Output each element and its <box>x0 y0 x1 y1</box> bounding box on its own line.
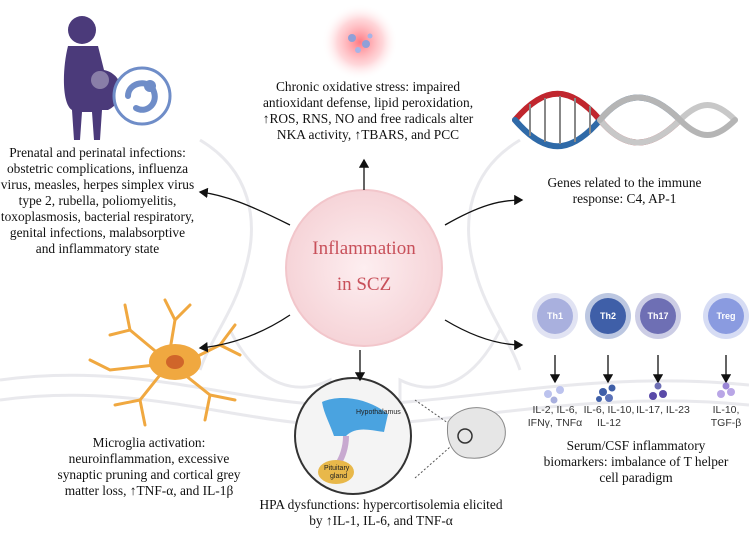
center-label-line1: Inflammation <box>312 238 416 259</box>
hpa-illustration: Hypothalamus Pituitary gland <box>294 377 506 495</box>
tcell-label: Th17 <box>647 311 668 321</box>
cytokine-label-th17: IL-17, IL-23 <box>636 404 690 416</box>
cytokine-label-treg: IL-10, TGF-β <box>710 404 742 429</box>
pituitary-label-1: Pituitary <box>324 465 350 472</box>
prenatal-infections-text: Prenatal and perinatal infections: obste… <box>0 145 195 256</box>
cytokine-label-th2: IL-6, IL-10, IL-12 <box>583 404 635 429</box>
tcell-th17: Th17 <box>635 293 681 339</box>
genes-text: Genes related to the immune response: C4… <box>547 175 702 206</box>
microglia-icon <box>88 298 242 427</box>
pregnant-woman-icon <box>63 16 122 140</box>
tcell-th1: Th1 <box>532 293 578 339</box>
hypothalamus-label: Hypothalamus <box>356 409 401 416</box>
microglia-text: Microglia activation: neuroinflammation,… <box>57 435 241 498</box>
serum-csf-text: Serum/CSF inflammatory biomarkers: imbal… <box>543 438 729 485</box>
dna-icon <box>512 90 738 150</box>
tcell-treg: Treg <box>703 293 749 339</box>
tcell-label: Th2 <box>600 311 616 321</box>
center-circle <box>285 189 443 347</box>
fetus-icon <box>112 66 172 126</box>
cytokine-label-th1: IL-2, IL-6, IFNγ, TNFα <box>527 404 583 429</box>
dna-rungs <box>529 96 591 144</box>
t-cells: Th1 Th2 Th17 Treg <box>532 293 749 339</box>
hpa-text: HPA dysfunctions: hypercortisolemia elic… <box>259 497 503 528</box>
center-label-line2: in SCZ <box>336 274 392 295</box>
tcell-th2: Th2 <box>585 293 631 339</box>
tcell-label: Th1 <box>547 311 563 321</box>
arrows <box>198 158 732 384</box>
cytokine-dots <box>544 382 735 404</box>
pituitary-label-2: gland <box>330 473 347 480</box>
tcell-label: Treg <box>716 311 735 321</box>
oxidative-stress-text: Chronic oxidative stress: impaired antio… <box>262 79 474 142</box>
ros-glow-icon <box>322 4 398 80</box>
